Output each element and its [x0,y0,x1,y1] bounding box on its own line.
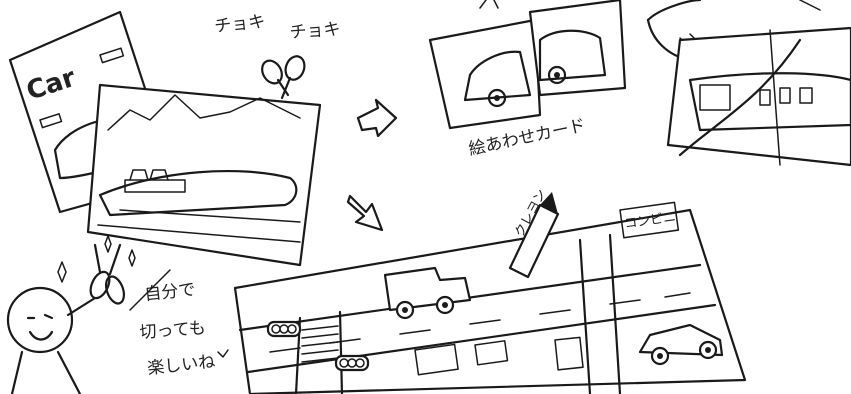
truck-icon [383,266,472,320]
matching-cards [428,0,627,130]
speech-line-3: 楽しいね [146,352,216,379]
scissors-icon-hand [89,243,126,305]
sparkle-icons [57,235,136,283]
town-map: コンビニ [233,201,747,394]
arrow-down-icon [346,194,384,232]
scissors-icon-top [261,55,306,100]
traffic-light-icon [266,320,370,372]
sound-effect-left: チョキ [213,12,266,37]
speech-line-1: 自分で [143,280,196,305]
arrow-right-icon [356,98,398,138]
train-photo-card [646,0,851,167]
speech-line-2: 切っても [139,318,207,343]
sound-effect-right: チョキ [289,19,341,43]
convenience-store-sign: コンビニ [623,210,677,232]
speech-text: 自分で 切っても 楽しいね [129,269,229,379]
car-icon [638,323,724,366]
train-picture-card [86,83,322,267]
girl-character [6,286,97,394]
